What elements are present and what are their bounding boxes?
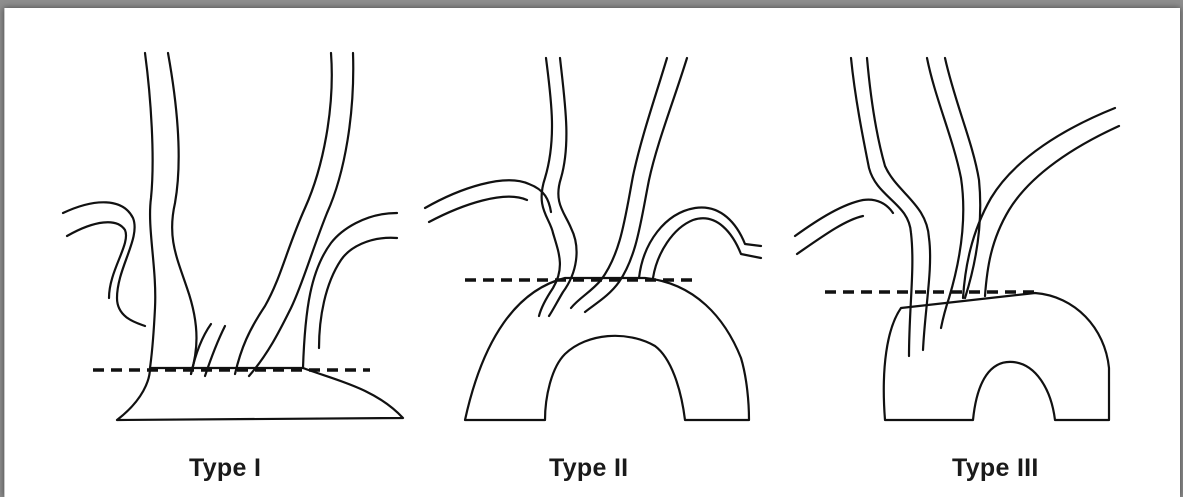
- left-subclavian-type-1: [63, 202, 145, 326]
- caption-type-1: Type I: [189, 454, 261, 483]
- panel-type-3: [795, 58, 1119, 420]
- panel-type-1: [63, 53, 403, 420]
- left-subclavian-type-3-inner: [797, 216, 863, 254]
- left-carotid-type-2-inner: [549, 58, 577, 316]
- middle-vessel-type-3: [927, 58, 963, 328]
- left-vessel-type-1: [145, 53, 155, 368]
- middle-vessel-type-1: [235, 53, 332, 374]
- middle-vessel-type-2-inner: [585, 58, 687, 312]
- caption-type-3: Type III: [952, 454, 1039, 483]
- right-vessel-type-3-inner: [985, 126, 1119, 296]
- aortic-arch-diagram: [5, 8, 1180, 497]
- left-subclavian-type-2: [425, 180, 551, 212]
- panel-type-2: [425, 58, 761, 420]
- aortic-arch-type-3: [884, 293, 1109, 420]
- caption-type-2: Type II: [549, 454, 628, 483]
- aortic-arch-type-2: [465, 278, 749, 420]
- middle-vessel-type-3-inner: [945, 58, 980, 298]
- middle-vessel-type-2: [571, 58, 667, 308]
- left-carotid-type-2: [539, 58, 560, 316]
- right-vessel-type-1-inner: [319, 238, 397, 348]
- right-vessel-type-3: [963, 108, 1115, 298]
- left-carotid-type-3: [851, 58, 912, 356]
- left-subclavian-type-2-inner: [429, 197, 527, 222]
- figure-frame: Type I Type II Type III: [4, 8, 1180, 497]
- left-vessel-type-1-inner: [168, 53, 197, 374]
- left-subclavian-type-3: [795, 200, 893, 236]
- right-vessel-type-2: [653, 218, 761, 278]
- aortic-arch-type-1: [117, 368, 403, 420]
